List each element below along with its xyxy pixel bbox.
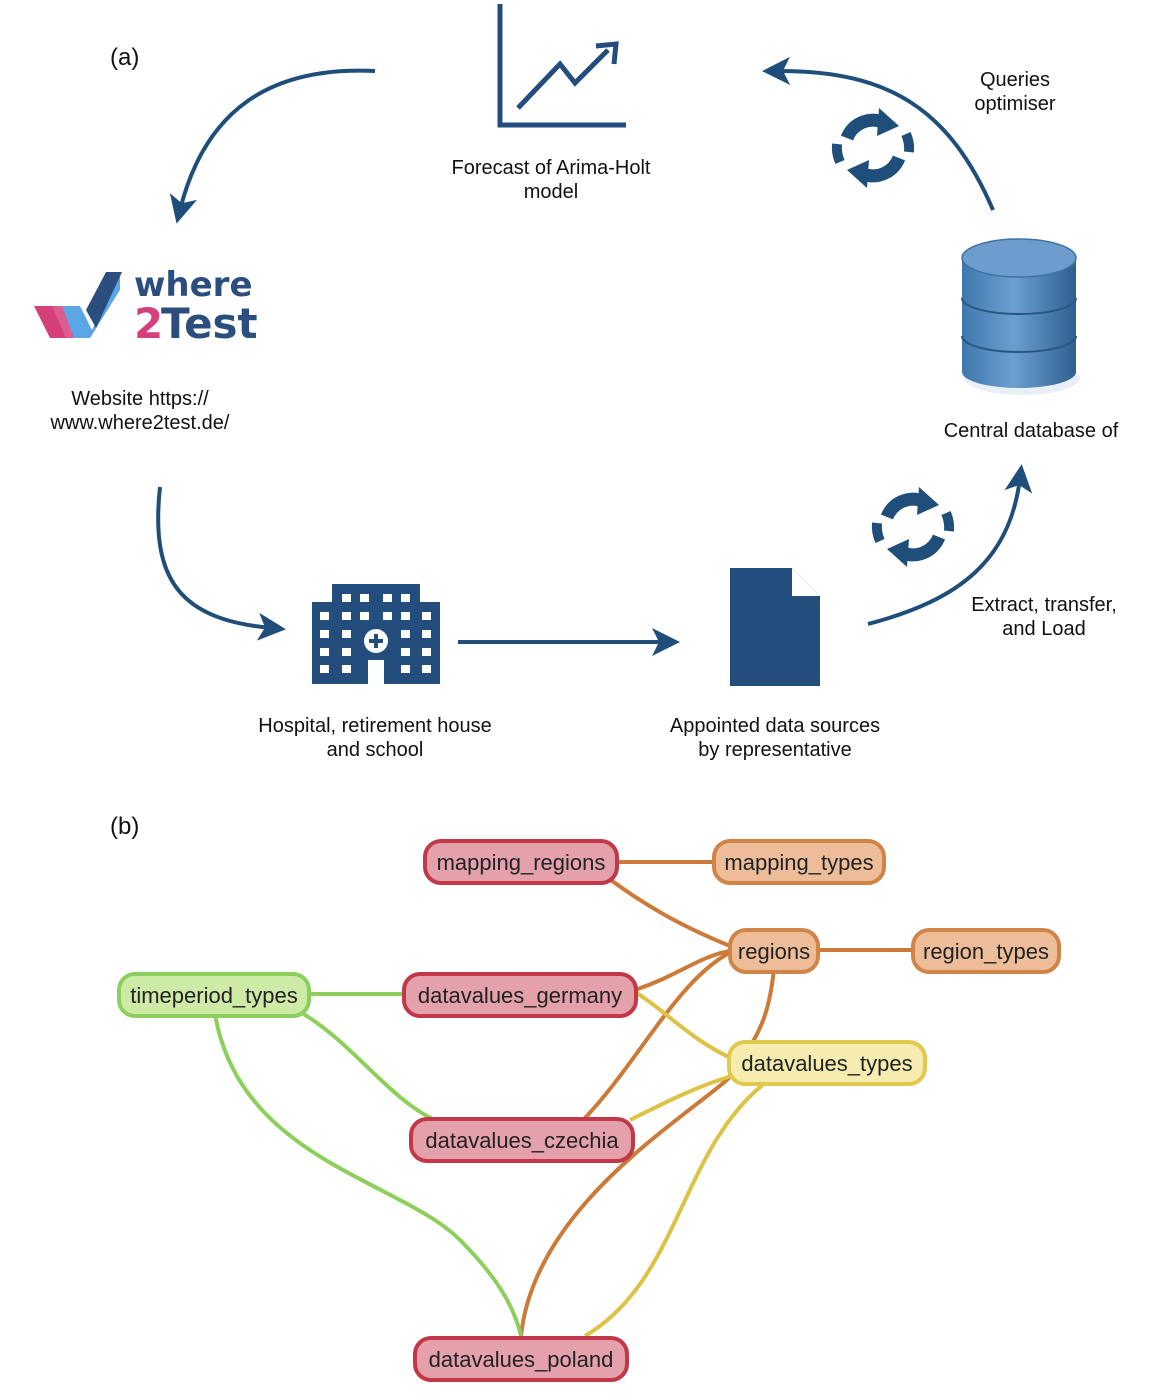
graph-node-region-types: region_types — [911, 928, 1061, 974]
where2test-logo: where 2 Test — [34, 265, 258, 348]
hospital-caption-line2: and school — [327, 739, 424, 761]
edge-czechia-regions — [583, 948, 736, 1120]
arrow-sources-to-database — [867, 464, 1033, 626]
queries-caption-line1: Queries — [980, 69, 1050, 91]
graph-node-regions: regions — [728, 928, 820, 974]
logo-two-text: 2 — [134, 299, 163, 348]
graph-node-label: datavalues_poland — [429, 1347, 614, 1372]
graph-node-datavalues-types: datavalues_types — [727, 1040, 927, 1086]
forecast-caption-line1: Forecast of Arima-Holt — [452, 157, 651, 179]
etl-caption-line2: and Load — [1002, 618, 1085, 640]
panel-b-label: (b) — [110, 813, 139, 840]
graph-node-label: mapping_types — [724, 850, 873, 875]
sources-caption-line2: by representative — [698, 739, 851, 761]
graph-node-mapping-regions: mapping_regions — [423, 839, 619, 885]
logo-test-text: Test — [161, 299, 258, 348]
forecast-chart-icon — [497, 4, 626, 128]
graph-node-label: mapping_regions — [437, 850, 606, 875]
edge-poland-datavalues-types — [583, 1081, 767, 1338]
graph-node-box — [409, 1117, 635, 1163]
forecast-caption-line2: model — [524, 181, 578, 203]
graph-node-label: datavalues_germany — [418, 983, 622, 1008]
graph-node-datavalues-czechia: datavalues_czechia — [409, 1117, 635, 1163]
database-caption: Central database of — [944, 420, 1119, 442]
arrow-database-to-forecast — [762, 56, 995, 211]
sources-caption-line1: Appointed data sources — [670, 715, 880, 737]
etl-caption-line1: Extract, transfer, — [971, 594, 1117, 616]
graph-node-datavalues-poland: datavalues_poland — [413, 1336, 629, 1382]
arrow-forecast-to-website — [169, 68, 376, 224]
edge-poland-regions — [519, 1070, 737, 1337]
graph-node-label: datavalues_czechia — [425, 1128, 619, 1153]
edge-regions-datavalues-types — [750, 967, 776, 1045]
graph-node-timeperiod-types: timeperiod_types — [117, 972, 311, 1018]
website-caption-line2: www.where2test.de/ — [50, 412, 230, 434]
graph-node-box — [402, 972, 638, 1018]
arrow-website-to-hospital — [156, 486, 286, 641]
edge-mapping-regions-regions — [598, 870, 736, 950]
panel-a-label: (a) — [110, 44, 139, 71]
graph-node-label: region_types — [923, 939, 1049, 964]
graph-node-label: datavalues_types — [741, 1051, 912, 1076]
graph-node-label: regions — [738, 939, 810, 964]
graph-node-box — [423, 839, 619, 885]
hospital-caption-line1: Hospital, retirement house — [258, 715, 491, 737]
edge-germany-regions — [634, 948, 736, 992]
edge-czechia-datavalues-types — [629, 1073, 736, 1122]
document-icon — [730, 568, 820, 686]
graph-node-box — [727, 1040, 927, 1086]
graph-node-box — [413, 1336, 629, 1382]
edge-timeperiod-poland — [213, 1013, 523, 1337]
website-caption-line1: Website https:// — [71, 388, 209, 410]
graph-node-box — [117, 972, 311, 1018]
graph-node-box — [728, 928, 820, 974]
graph-node-label: timeperiod_types — [130, 983, 298, 1008]
refresh-icon — [871, 487, 955, 567]
logo-where-text: where — [134, 265, 253, 305]
queries-caption-line2: optimiser — [974, 93, 1055, 115]
graph-node-datavalues-germany: datavalues_germany — [402, 972, 638, 1018]
refresh-icon — [831, 108, 915, 188]
graph-node-box — [911, 928, 1061, 974]
graph-node-mapping-types: mapping_types — [712, 839, 886, 885]
graph-node-box — [712, 839, 886, 885]
edge-timeperiod-czechia — [299, 1010, 436, 1122]
database-icon — [961, 238, 1080, 395]
hospital-icon — [312, 584, 440, 684]
edge-germany-datavalues-types — [633, 990, 736, 1062]
